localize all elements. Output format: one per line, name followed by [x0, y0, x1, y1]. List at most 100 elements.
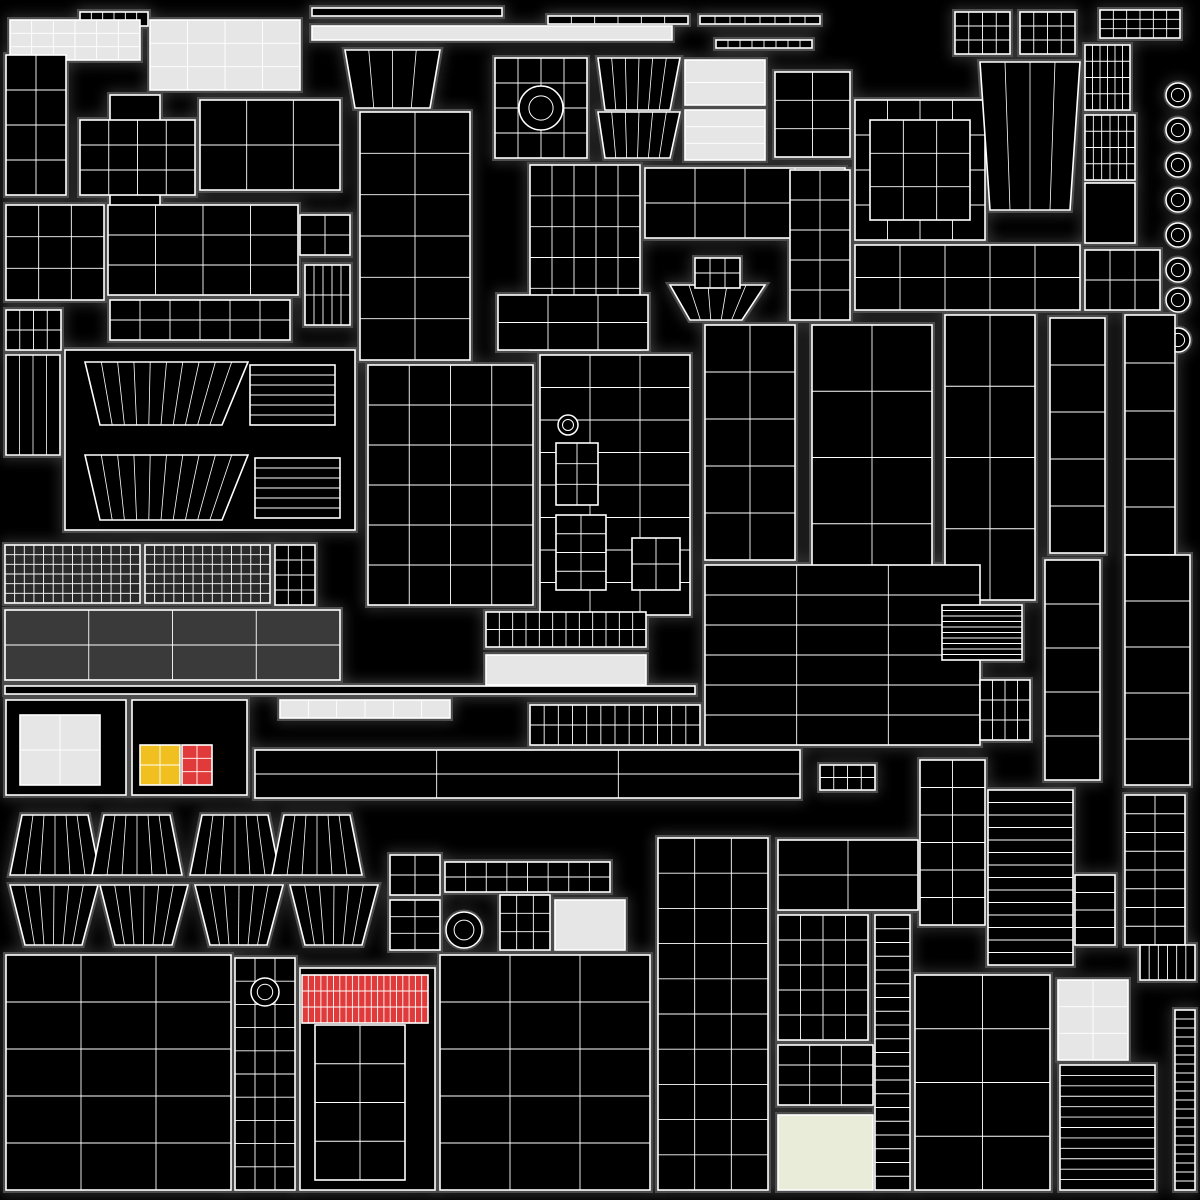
uv-island-125	[1059, 1064, 1156, 1191]
uv-island-108	[499, 894, 551, 951]
uv-quad-22	[5, 354, 61, 456]
uv-cap-bottom-1	[98, 884, 190, 946]
uv-disc-octagon	[250, 977, 280, 1007]
uv-island-126	[1174, 1009, 1196, 1191]
uv-island-57	[249, 364, 336, 426]
uv-island-44	[854, 244, 1081, 311]
uv-island-83	[19, 714, 101, 786]
uv-island-15	[199, 99, 341, 191]
uv-island-80	[941, 604, 1023, 661]
uv-island-94	[1124, 794, 1186, 946]
uv-island-tall-left	[5, 54, 67, 196]
uv-quad-40	[979, 61, 1081, 211]
uv-island-6	[715, 39, 813, 49]
uv-accent-red	[181, 744, 213, 786]
uv-island-mesh-right	[144, 544, 271, 604]
uv-cap-bottom-0	[8, 884, 100, 946]
uv-island-30	[684, 109, 766, 161]
uv-island-5	[699, 15, 821, 25]
uv-quad-55	[83, 361, 250, 426]
uv-island-62	[555, 514, 607, 591]
uv-island-21	[109, 299, 291, 341]
uv-island-119	[777, 914, 869, 1041]
uv-island-91	[919, 759, 986, 926]
uv-island-45	[1084, 249, 1161, 311]
uv-island-43	[1084, 182, 1136, 244]
uv-island-long-strip	[254, 749, 801, 799]
uv-quad-28	[597, 111, 681, 159]
uv-island-93	[1074, 874, 1116, 946]
uv-island-wide-lower	[704, 564, 981, 746]
uv-island-58	[254, 457, 341, 519]
uv-islands	[4, 7, 1196, 1191]
uv-island-74	[274, 544, 316, 606]
uv-island-37	[497, 294, 649, 351]
uv-disc-51	[1165, 257, 1191, 283]
uv-cap-top-3	[271, 814, 363, 876]
uv-island-76	[4, 685, 696, 695]
uv-island-pale-panel	[777, 1114, 874, 1191]
uv-island-4	[547, 15, 689, 25]
uv-island-109	[554, 899, 626, 951]
uv-island-71	[1124, 554, 1191, 786]
uv-island-42	[1084, 114, 1136, 181]
uv-disc-48	[1165, 152, 1191, 178]
uv-island-81	[979, 679, 1031, 741]
uv-island-95	[1139, 944, 1196, 981]
uv-island-116	[439, 954, 651, 1191]
uv-island-104	[389, 854, 441, 896]
uv-island-31	[774, 71, 851, 158]
uv-island-large-grid	[367, 364, 534, 606]
uv-island-8	[1019, 11, 1076, 55]
uv-cap-bottom-3	[288, 884, 380, 946]
uv-quad-35	[668, 284, 767, 321]
uv-island-39	[869, 119, 971, 221]
uv-disc-49	[1165, 187, 1191, 213]
uv-island-61	[555, 442, 599, 506]
uv-island-36	[694, 257, 741, 289]
uv-island-67	[944, 314, 1036, 601]
uv-cap-top-1	[91, 814, 183, 876]
uv-island-89	[529, 704, 701, 746]
uv-island-105	[389, 899, 441, 951]
uv-island-41	[1084, 44, 1131, 111]
uv-island-9	[1099, 9, 1181, 39]
uv-cap-top-0	[9, 814, 101, 876]
uv-disc-50	[1165, 222, 1191, 248]
uv-island-123	[914, 974, 1051, 1191]
uv-island-66	[811, 324, 933, 591]
uv-accent-red-grille	[301, 974, 429, 1024]
uv-island-68	[1049, 317, 1106, 554]
uv-island-bottom-left	[5, 954, 232, 1191]
uv-island-70	[1044, 559, 1101, 781]
uv-island-34	[789, 169, 851, 321]
uv-cap-bottom-2	[193, 884, 285, 946]
uv-island-118	[777, 839, 919, 911]
uv-island-29	[684, 59, 766, 106]
uv-disc-47	[1165, 117, 1191, 143]
uv-accent-yellow	[139, 744, 181, 786]
uv-island-18	[299, 214, 351, 256]
uv-disc-46	[1165, 82, 1191, 108]
uv-disc-64	[557, 414, 579, 436]
uv-disc-52	[1165, 287, 1191, 313]
uv-island-19	[304, 264, 351, 326]
uv-island-20	[5, 309, 62, 351]
uv-island-16	[5, 204, 105, 301]
uv-disc-hub	[518, 85, 564, 131]
uv-quad-27	[597, 57, 681, 111]
uv-island-124	[1057, 979, 1129, 1061]
uv-quad-24	[344, 49, 441, 109]
uv-island-11	[149, 19, 301, 91]
uv-quad-56	[83, 454, 250, 521]
uv-island-122	[874, 914, 911, 1191]
uv-island-65	[704, 324, 796, 561]
uv-island-69	[1124, 314, 1176, 556]
uv-island-2	[311, 7, 503, 17]
uv-island-120	[777, 1044, 874, 1106]
uv-island-107	[444, 861, 611, 893]
uv-island-78	[485, 654, 647, 686]
uv-island-mesh-left	[4, 544, 141, 604]
uv-island-17	[107, 204, 299, 296]
